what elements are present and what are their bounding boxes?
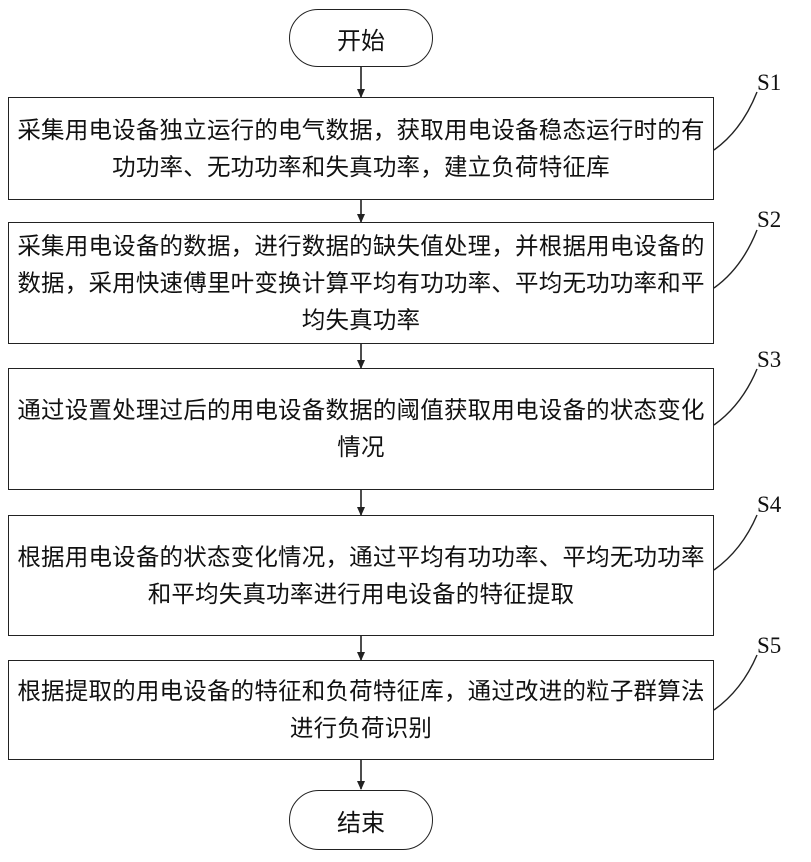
step-box-s5: 根据提取的用电设备的特征和负荷特征库，通过改进的粒子群算法进行负荷识别	[8, 660, 714, 760]
leader-line-s3	[714, 369, 757, 425]
leader-line-s1	[714, 92, 757, 150]
step-box-s3: 通过设置处理过后的用电设备数据的阈值获取用电设备的状态变化情况	[8, 368, 714, 490]
step-text-s5: 根据提取的用电设备的特征和负荷特征库，通过改进的粒子群算法进行负荷识别	[15, 673, 707, 747]
step-box-s4: 根据用电设备的状态变化情况，通过平均有功功率、平均无功功率和平均失真功率进行用电…	[8, 515, 714, 636]
end-label: 结束	[337, 803, 385, 838]
end-terminal: 结束	[289, 790, 433, 850]
start-terminal: 开始	[289, 9, 433, 67]
leader-line-s5	[714, 655, 757, 710]
leader-line-s2	[714, 230, 757, 288]
step-text-s4: 根据用电设备的状态变化情况，通过平均有功功率、平均无功功率和平均失真功率进行用电…	[15, 539, 707, 613]
step-text-s2: 采集用电设备的数据，进行数据的缺失值处理，并根据用电设备的数据，采用快速傅里叶变…	[15, 228, 707, 339]
step-label-s1: S1	[757, 70, 781, 96]
start-label: 开始	[337, 21, 385, 56]
step-label-s3: S3	[757, 347, 781, 373]
step-box-s2: 采集用电设备的数据，进行数据的缺失值处理，并根据用电设备的数据，采用快速傅里叶变…	[8, 222, 714, 344]
step-label-s5: S5	[757, 633, 781, 659]
step-box-s1: 采集用电设备独立运行的电气数据，获取用电设备稳态运行时的有功功率、无功功率和失真…	[8, 97, 714, 200]
step-label-s4: S4	[757, 492, 781, 518]
leader-line-s4	[714, 515, 757, 570]
step-text-s1: 采集用电设备独立运行的电气数据，获取用电设备稳态运行时的有功功率、无功功率和失真…	[15, 112, 707, 186]
step-label-s2: S2	[757, 207, 781, 233]
step-text-s3: 通过设置处理过后的用电设备数据的阈值获取用电设备的状态变化情况	[15, 392, 707, 466]
